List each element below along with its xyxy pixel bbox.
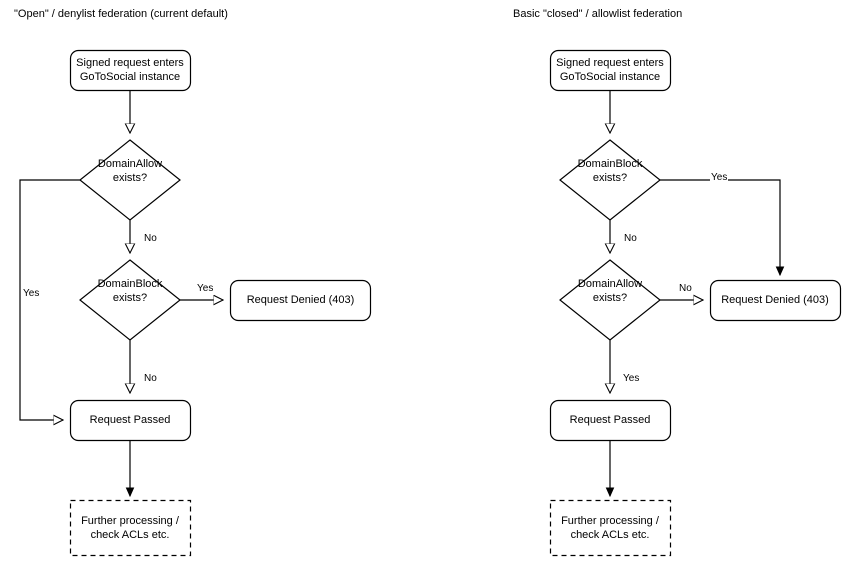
edge-label-allow-yes-left: Yes (22, 288, 41, 300)
node-shape-decision-block-left (79, 259, 181, 341)
node-shape-further-left (69, 499, 192, 557)
diagram-title-open-denylist: "Open" / denylist federation (current de… (14, 8, 228, 20)
edge-label-block-no-right: No (623, 233, 638, 245)
node-shape-decision-block-right (559, 139, 661, 221)
edge-label-allow-no-right: No (678, 283, 693, 295)
node-shape-denied-left (229, 279, 372, 322)
edge-label-block-yes-right: Yes (710, 172, 729, 184)
edge-allow-yes-to-passed-left (19, 179, 80, 420)
node-shape-start-right (549, 49, 672, 92)
node-shape-denied-right (709, 279, 842, 322)
diagram-title-closed-allowlist: Basic "closed" / allowlist federation (513, 8, 683, 20)
node-shape-decision-allow-right (559, 259, 661, 341)
edge-label-block-no-left: No (143, 373, 158, 385)
node-shape-passed-left (69, 399, 192, 442)
edge-block-yes-to-denied-right (660, 179, 780, 275)
node-shape-decision-allow-left (79, 139, 181, 221)
edge-label-block-yes-left: Yes (196, 283, 215, 295)
node-shape-start-left (69, 49, 192, 92)
node-shape-passed-right (549, 399, 672, 442)
node-shape-further-right (549, 499, 672, 557)
edge-label-allow-yes-right: Yes (622, 373, 641, 385)
edge-label-allow-no-left: No (143, 233, 158, 245)
